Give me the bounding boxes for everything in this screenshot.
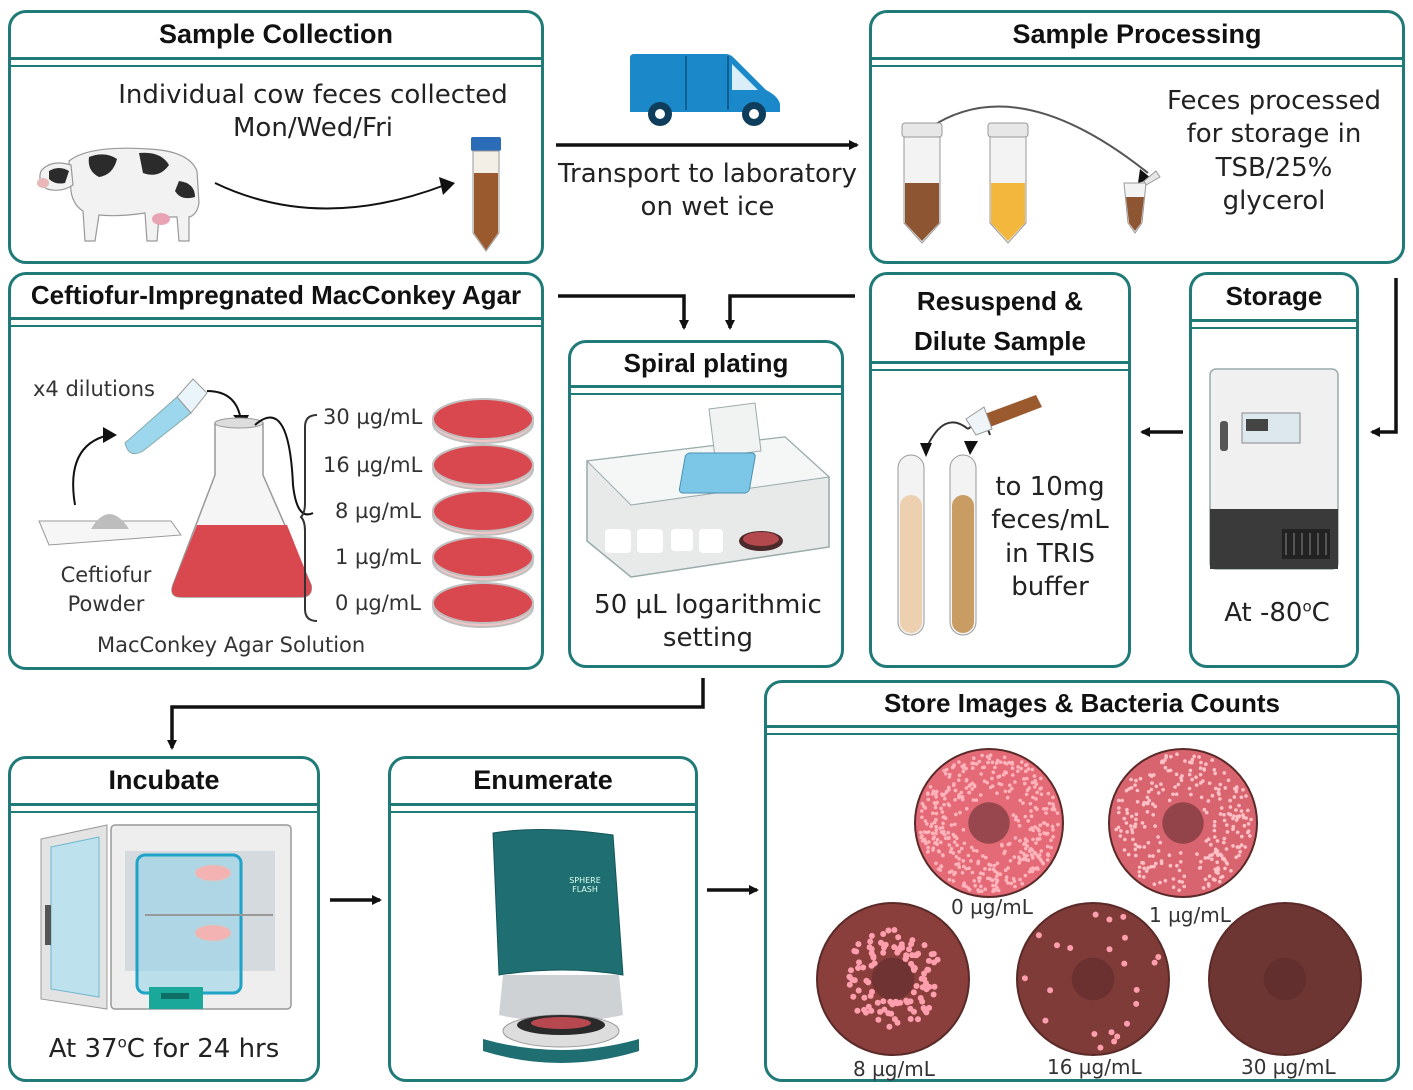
storage-text: At -80oC [1224,597,1330,628]
concentration-16: 16 µg/mL [323,453,423,477]
panel-title: Ceftiofur-Impregnated MacConkey Agar [30,280,522,310]
panel-title: Sample Collection [158,19,394,49]
concentration-0: 0 µg/mL [335,591,421,615]
panel-title: Enumerate [473,765,613,795]
panel-agar: Ceftiofur-Impregnated MacConkey Agar x4 … [8,272,544,670]
cow-icon [37,147,200,242]
spiral-plater-icon [585,402,831,578]
agar-plate-image [816,902,970,1056]
agar-plate-image [1016,902,1170,1056]
incubate-text: At 37oC for 24 hrs [48,1033,280,1064]
colony-counter-icon [483,828,639,1063]
panel-enumerate: Enumerate SPHERE FLASH [388,756,698,1082]
processing-tubes-icon [901,105,1161,244]
agar-plate-image [1208,902,1362,1056]
agar-plates-stack-icon [432,398,534,628]
processing-text: Feces processed for storage in TSB/25% g… [1166,86,1382,216]
plate-label-16: 16 µg/mL [1047,1055,1142,1079]
arrow-agar-to-spiral [558,294,689,330]
plate-images [816,748,1362,1056]
agar-plate-image [1108,748,1258,898]
sample-tube-icon [471,137,501,252]
curved-arrow-icon [214,177,455,210]
spiral-text: 50 µL logarithmic setting [594,590,822,654]
device-label: SPHERE FLASH [569,876,601,894]
powder-label: Ceftiofur Powder [60,563,152,617]
solution-label: MacConkey Agar Solution [97,633,366,657]
transport-text: Transport to laboratory on wet ice [558,159,857,223]
concentration-30: 30 µg/mL [323,405,423,429]
arrow-processing-to-storage [1370,278,1398,437]
arrow-spiral-to-incubate [167,678,705,750]
concentration-bracket [299,414,318,622]
incubator-icon [40,824,292,1010]
panel-storage: Storage At -80oC [1189,272,1359,668]
plate-label-0: 0 µg/mL [951,895,1033,919]
panel-title: Storage [1225,281,1323,311]
dilutions-label: x4 dilutions [33,377,155,401]
panel-title: Resuspend & Dilute Sample [914,286,1086,357]
plate-label-8: 8 µg/mL [853,1057,935,1081]
collection-text: Individual cow feces collected Mon/Wed/F… [118,80,508,144]
panel-title: Incubate [108,765,220,795]
agar-plate-image [914,748,1064,898]
van-icon [630,54,780,126]
panel-sample-processing: Sample Processing Feces processed for st… [869,10,1405,264]
panel-title: Spiral plating [623,348,789,378]
panel-incubate: Incubate At 37oC for 24 hrs [8,756,320,1082]
panel-spiral-plating: Spiral plating 50 µL logarithmic setting [568,340,844,668]
freezer-icon [1209,368,1339,570]
resuspend-text: to 10mg feces/mL in TRIS buffer [991,472,1109,602]
panel-store-images: Store Images & Bacteria Counts 0 µg/mL 1… [764,680,1400,1082]
panel-sample-collection: Sample Collection Individual cow feces c… [8,10,544,264]
plate-label-30: 30 µg/mL [1241,1055,1336,1079]
plate-label-1: 1 µg/mL [1149,903,1231,927]
resuspend-tubes-icon [897,395,1042,636]
concentration-8: 8 µg/mL [335,499,421,523]
arrow-resuspend-to-spiral [725,294,855,330]
panel-title: Sample Processing [1012,19,1262,49]
panel-title: Store Images & Bacteria Counts [884,688,1280,718]
panel-resuspend: Resuspend & Dilute Sample to 10mg feces/… [869,272,1131,668]
concentration-1: 1 µg/mL [335,545,421,569]
agar-prep-icon [38,378,314,598]
